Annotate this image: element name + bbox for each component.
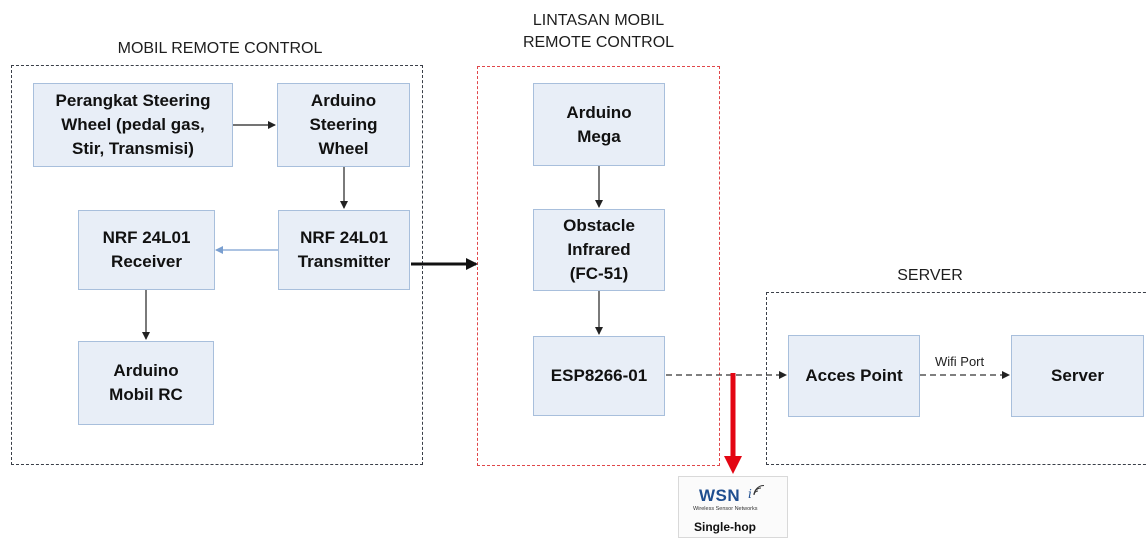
svg-text:i: i [748, 487, 752, 501]
red-arrow-head [724, 456, 742, 474]
edge-label-wifi-port: Wifi Port [935, 354, 985, 369]
node-obstacle-infrared: Obstacle Infrared (FC-51) [533, 209, 665, 291]
node-arduino-mobil-rc: Arduino Mobil RC [78, 341, 214, 425]
wsn-caption-single-hop: Single-hop [694, 520, 756, 534]
group-label-mobil: MOBIL REMOTE CONTROL [117, 40, 323, 57]
node-nrf-transmitter: NRF 24L01 Transmitter [278, 210, 410, 290]
node-server: Server [1011, 335, 1144, 417]
wireless-signal-icon: i [748, 485, 765, 501]
node-nrf-receiver: NRF 24L01 Receiver [78, 210, 215, 290]
node-access-point: Acces Point [788, 335, 920, 417]
node-arduino-steering-wheel: Arduino Steering Wheel [277, 83, 410, 167]
node-esp8266: ESP8266-01 [533, 336, 665, 416]
node-arduino-mega: Arduino Mega [533, 83, 665, 166]
group-server [766, 292, 1147, 465]
wsn-logo: WSN [699, 486, 741, 505]
group-label-server: SERVER [897, 267, 963, 284]
group-label-lintasan: LINTASAN MOBIL REMOTE CONTROL [522, 12, 675, 51]
node-perangkat-steering-wheel: Perangkat Steering Wheel (pedal gas, Sti… [33, 83, 233, 167]
wsn-single-hop-badge: WSN i Wireless Sensor Networks Single-ho… [678, 476, 788, 538]
wsn-subtitle: Wireless Sensor Networks [693, 506, 758, 512]
